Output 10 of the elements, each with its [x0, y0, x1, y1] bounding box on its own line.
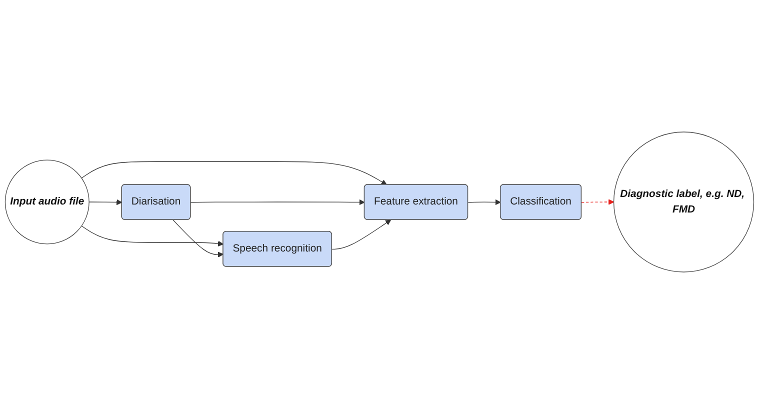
arrow [172, 220, 224, 258]
arrow [81, 161, 387, 185]
node-circle: Diagnostic label, e.g. ND, FMD [613, 132, 754, 272]
arrow [81, 226, 224, 246]
arrow [190, 199, 365, 206]
arrow [332, 220, 392, 250]
arrow [468, 199, 501, 206]
arrow [581, 199, 614, 205]
arrow [88, 199, 122, 206]
node-circle: Input audio file [4, 160, 90, 244]
